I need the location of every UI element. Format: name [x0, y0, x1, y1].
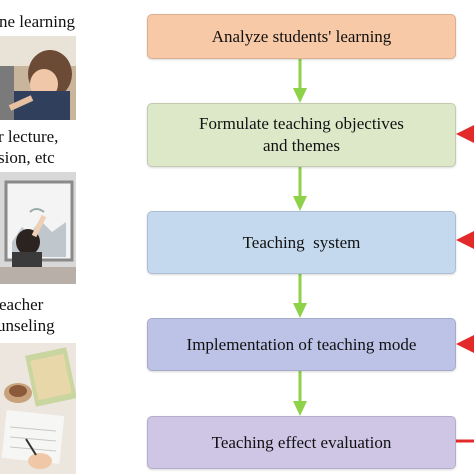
- caption-lecture-line2: sion, etc: [0, 148, 55, 167]
- feedback-arrow-system: [456, 231, 474, 249]
- step-formulate-label-line1: Formulate teaching objectives: [199, 114, 404, 133]
- step-implementation-label: Implementation of teaching mode: [186, 334, 417, 354]
- down-arrow-4: [293, 369, 307, 416]
- step-teaching-system-label: Teaching system: [242, 232, 361, 252]
- step-formulate-label-line2: and themes: [263, 136, 340, 155]
- down-arrow-2: [293, 165, 307, 211]
- down-arrow-3: [293, 272, 307, 318]
- step-analyze-learning: Analyze students' learning: [147, 14, 456, 59]
- step-formulate-objectives: Formulate teaching objectives and themes: [147, 103, 456, 167]
- photo-lecture: [0, 172, 76, 284]
- down-arrow-1: [293, 57, 307, 103]
- feedback-arrow-objectives: [456, 125, 474, 143]
- caption-teacher-line1: eacher: [0, 295, 44, 314]
- step-analyze-label: Analyze students' learning: [211, 26, 392, 46]
- feedback-arrow-implementation: [456, 335, 474, 353]
- photo-online-learning: [0, 36, 76, 120]
- caption-teacher-line2: unseling: [0, 316, 55, 335]
- caption-lecture-line1: r lecture,: [0, 127, 59, 146]
- step-evaluation: Teaching effect evaluation: [147, 416, 456, 469]
- step-evaluation-label: Teaching effect evaluation: [211, 432, 392, 452]
- step-teaching-system: Teaching system: [147, 211, 456, 274]
- caption-online-learning: ne learning: [0, 12, 75, 31]
- photo-counseling: [0, 343, 76, 474]
- step-implementation: Implementation of teaching mode: [147, 318, 456, 371]
